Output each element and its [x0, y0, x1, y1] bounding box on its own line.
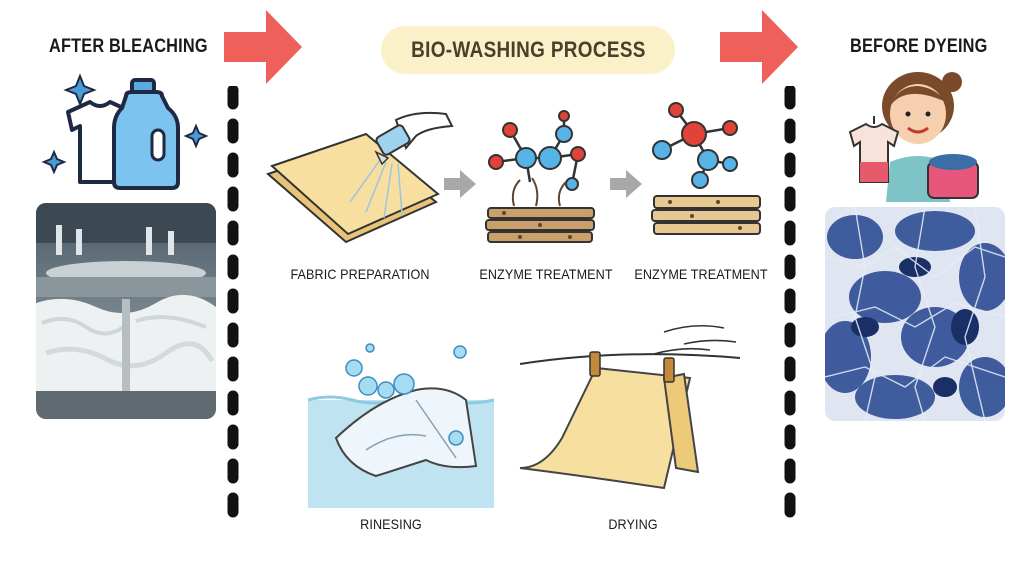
- arrow-right-icon: [444, 170, 476, 198]
- bio-washing-heading: BIO-WASHING PROCESS: [410, 37, 646, 62]
- drying-line-icon: [519, 324, 741, 490]
- step-label: DRYING: [608, 516, 658, 532]
- bio-washing-title-pill: BIO-WASHING PROCESS: [381, 26, 675, 74]
- step-label: RINESING: [360, 516, 422, 532]
- detergent-bottle-and-shirt-icon: [41, 73, 209, 190]
- tie-dye-blue-fabric-photo: [825, 207, 1005, 421]
- woman-holding-garments-icon: [848, 72, 979, 202]
- before-dyeing-heading: BEFORE DYEING: [850, 36, 988, 57]
- bleached-fabric-factory-photo: [36, 203, 216, 419]
- after-bleaching-heading: AFTER BLEACHING: [49, 36, 208, 57]
- arrow-right-icon: [720, 10, 798, 84]
- fabric-spray-icon: [266, 111, 454, 244]
- step-label: FABRIC PREPARATION: [290, 266, 430, 282]
- step-label: ENZYME TREATMENT: [479, 266, 613, 282]
- rinsing-water-icon: [307, 343, 495, 508]
- arrow-right-icon: [610, 170, 642, 198]
- dashed-divider: [784, 86, 796, 532]
- enzyme-surface-icon: [651, 102, 761, 235]
- dashed-divider: [227, 86, 239, 532]
- arrow-right-icon: [224, 10, 302, 84]
- step-label: ENZYME TREATMENT: [634, 266, 768, 282]
- enzyme-fibers-icon: [485, 110, 595, 243]
